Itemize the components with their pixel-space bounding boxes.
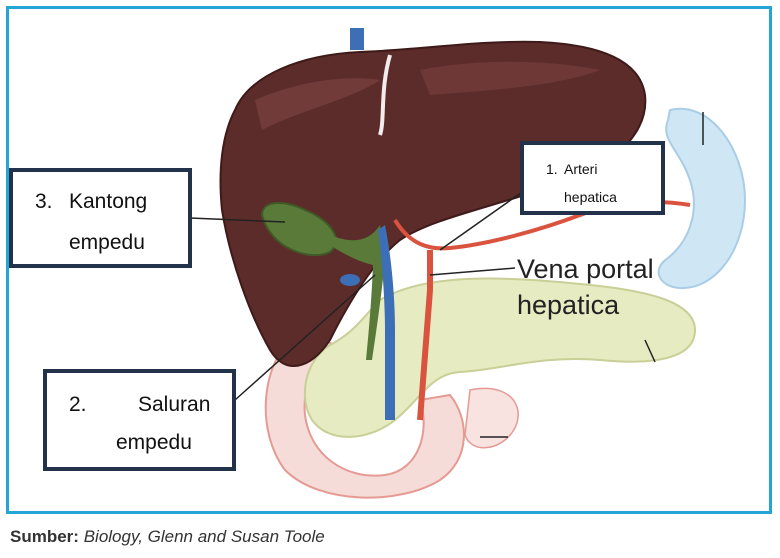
label-saluran-line1: Saluran: [138, 393, 210, 417]
label-saluran-line2: empedu: [116, 431, 192, 455]
stomach-part: [465, 388, 518, 447]
label-kantong-line2: empedu: [69, 231, 145, 255]
label-arteri-number: 1.: [546, 161, 558, 177]
label-saluran-empedu: 2. Saluran empedu: [43, 369, 236, 471]
pointer-vena: [430, 268, 515, 275]
label-arteri-hepatica: 1. Arteri hepatica: [520, 141, 665, 215]
label-kantong-number: 3.: [35, 190, 53, 214]
label-vena-line1: Vena portal: [517, 251, 654, 287]
source-prefix: Sumber:: [10, 527, 79, 546]
source-caption: Sumber: Biology, Glenn and Susan Toole: [10, 527, 325, 547]
label-vena-portal-hepatica: Vena portal hepatica: [517, 251, 654, 323]
spleen: [659, 109, 745, 288]
label-kantong-line1: Kantong: [69, 190, 147, 214]
label-saluran-number: 2.: [69, 393, 87, 417]
label-kantong-empedu: 3. Kantong empedu: [9, 168, 192, 268]
label-vena-line2: hepatica: [517, 287, 654, 323]
source-text: Biology, Glenn and Susan Toole: [84, 527, 325, 546]
label-arteri-line2: hepatica: [564, 189, 617, 205]
label-arteri-line1: Arteri: [564, 161, 597, 177]
